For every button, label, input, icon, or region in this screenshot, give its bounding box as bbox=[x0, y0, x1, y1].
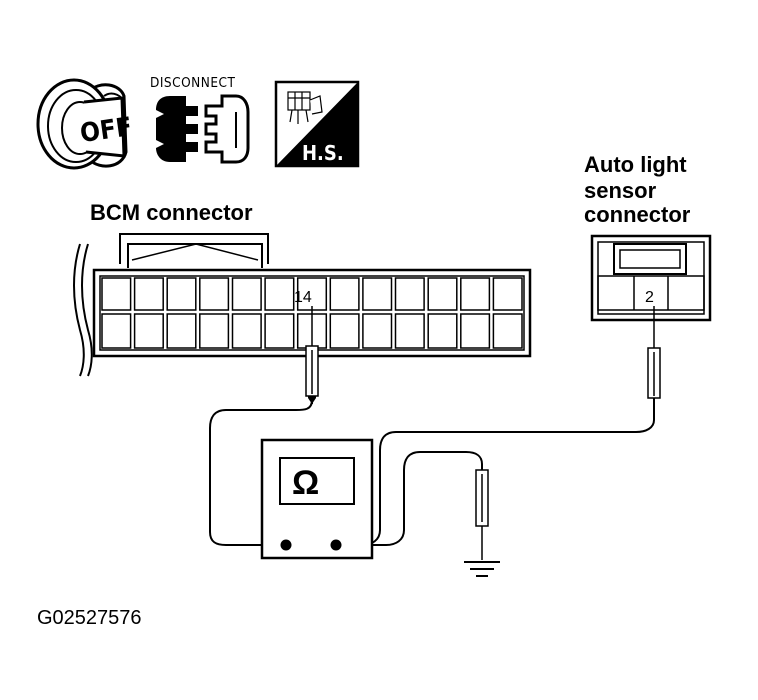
bcm-terminal-cavity bbox=[362, 277, 393, 311]
bcm-terminal-cavity bbox=[394, 277, 425, 311]
harness-side-icon: H.S. bbox=[274, 80, 360, 168]
bcm-terminal-cavity bbox=[231, 277, 262, 311]
test-leads bbox=[209, 398, 655, 546]
bcm-terminal-cavity bbox=[264, 277, 295, 311]
bcm-terminal-cavity bbox=[362, 313, 393, 349]
sensor-connector: 2 bbox=[590, 234, 712, 322]
ground-symbol-icon bbox=[464, 561, 500, 577]
bcm-terminal-cavity bbox=[492, 313, 523, 349]
bcm-terminal-cavity bbox=[427, 277, 458, 311]
bcm-terminal-cavity bbox=[101, 277, 132, 311]
sensor-label-line-2: sensor bbox=[584, 178, 657, 203]
bcm-terminal-cavity bbox=[296, 277, 328, 311]
sensor-label-line-1: Auto light bbox=[584, 152, 687, 177]
ignition-off-text: OFF bbox=[78, 112, 134, 149]
disconnect-text: DISCONNECT bbox=[150, 75, 236, 91]
bcm-terminal-cavity bbox=[231, 313, 262, 349]
bcm-terminal-cavity bbox=[133, 277, 164, 311]
bcm-connector: 14 bbox=[73, 233, 532, 377]
bcm-terminal-cavity bbox=[133, 313, 164, 349]
meter-terminal-left bbox=[280, 539, 292, 551]
bcm-test-probe bbox=[305, 306, 319, 404]
ground-test-probe bbox=[475, 469, 489, 560]
sensor-terminal-2: 2 bbox=[645, 289, 654, 306]
bcm-terminal-cavity bbox=[264, 313, 295, 349]
hs-text: H.S. bbox=[302, 141, 344, 165]
meter-terminal-right bbox=[330, 539, 342, 551]
bcm-terminal-cavity bbox=[199, 277, 230, 311]
bcm-connector-label: BCM connector bbox=[90, 200, 253, 225]
bcm-terminal-cavity bbox=[329, 277, 360, 311]
ohmmeter: Ω bbox=[260, 438, 374, 560]
bcm-terminal-cavity bbox=[329, 313, 360, 349]
bcm-terminal-cavity bbox=[166, 277, 197, 311]
figure-id: G02527576 bbox=[37, 607, 142, 629]
bcm-terminal-cavity bbox=[199, 313, 230, 349]
sensor-label-line-3: connector bbox=[584, 202, 691, 227]
bcm-terminal-cavity bbox=[427, 313, 458, 349]
bcm-terminal-cavity bbox=[492, 277, 523, 311]
bcm-terminal-14: 14 bbox=[294, 289, 312, 306]
bcm-terminal-cavity bbox=[460, 277, 491, 311]
bcm-terminal-cavity bbox=[394, 313, 425, 349]
sensor-connector-label: Auto light sensor connector bbox=[584, 152, 691, 227]
bcm-terminal-cavity bbox=[166, 313, 197, 349]
ohm-symbol: Ω bbox=[292, 464, 319, 502]
bcm-terminal-cavity bbox=[101, 313, 132, 349]
bcm-terminal-cavity bbox=[460, 313, 491, 349]
disconnect-connector-icon: DISCONNECT bbox=[150, 75, 250, 164]
ignition-key-off-icon: OFF bbox=[36, 78, 134, 170]
